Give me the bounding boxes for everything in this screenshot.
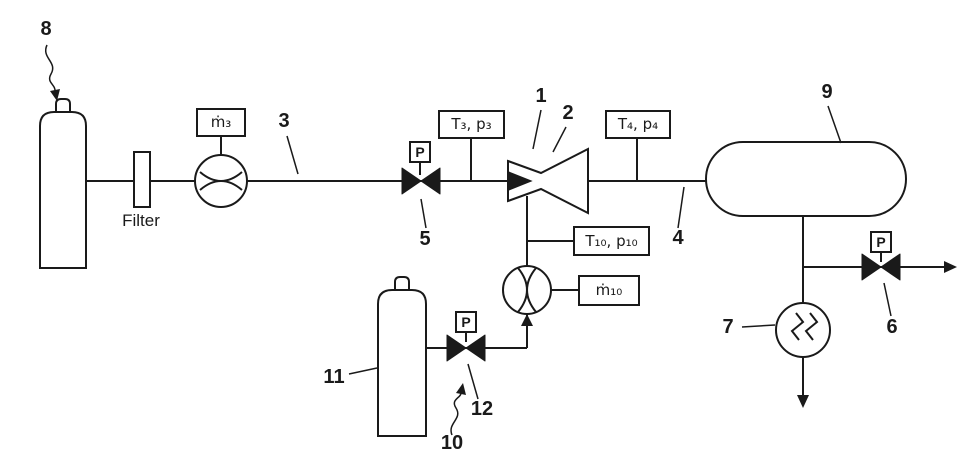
gas-cylinder-8-cap (55, 98, 71, 112)
pointer-9 (827, 105, 842, 144)
pointer-12 (467, 363, 479, 400)
ejector-nozzle (509, 171, 533, 191)
pointer-3 (286, 135, 299, 175)
pointer-10-arrowhead (456, 383, 466, 395)
flow-meter-10-tag: ṁ₁₀ (578, 275, 640, 306)
valve-5 (401, 167, 441, 195)
ref-label-11: 11 (323, 366, 345, 388)
gas-cylinder-11 (377, 289, 427, 437)
pressure-gauge-valve-6: P (870, 231, 892, 253)
filter-caption: Filter (122, 211, 160, 230)
ejector-body (507, 147, 589, 215)
pressure-gauge-valve-12: P (455, 311, 477, 333)
pointer-7 (741, 324, 776, 328)
pointer-10-squiggle (450, 391, 462, 436)
ref-label-12: 12 (470, 398, 494, 420)
pointer-5 (420, 198, 427, 229)
cooler-7-coil-icon (790, 312, 819, 341)
filter-element (133, 151, 151, 208)
ref-label-7: 7 (722, 316, 734, 338)
ref-label-5: 5 (419, 228, 431, 250)
sensor-t3-p3-tag: T₃, p₃ (438, 110, 505, 139)
sensor-t10-p10-tag: T₁₀, p₁₀ (573, 226, 650, 256)
ref-label-1: 1 (535, 85, 547, 107)
ref-label-2: 2 (562, 102, 574, 124)
pointer-1 (532, 109, 542, 150)
cooler-7-body (775, 302, 831, 358)
valves (401, 167, 901, 362)
valve-12 (446, 334, 486, 362)
pointer-2 (552, 126, 567, 153)
ref-label-9: 9 (821, 81, 833, 103)
pointer-8-squiggle (44, 44, 56, 93)
equipment (39, 98, 907, 437)
flow-arrows (521, 261, 957, 408)
vessel-9 (705, 141, 907, 217)
pointer-8-arrowhead (50, 89, 60, 101)
flow-meter-3-tag: ṁ₃ (196, 108, 246, 137)
ref-label-10: 10 (440, 432, 464, 454)
suction-flow-arrow (521, 314, 533, 326)
pressure-gauge-valve-5: P (409, 141, 431, 163)
sensor-t4-p4-tag: T₄, p₄ (605, 110, 671, 139)
flow-meter-10-rotor-icon (517, 267, 537, 313)
pointer-lines (44, 44, 892, 436)
ref-label-8: 8 (40, 18, 52, 40)
ref-label-3: 3 (278, 110, 290, 132)
pointer-arrowheads (50, 89, 466, 395)
flow-meter-3-rotor-icon (199, 171, 243, 191)
ref-label-6: 6 (886, 316, 898, 338)
ref-label-4: 4 (672, 227, 684, 249)
pointer-11 (348, 367, 378, 375)
pointer-6 (883, 282, 892, 317)
drain-arrow (797, 395, 809, 408)
gas-cylinder-11-cap (394, 276, 410, 290)
valve-6 (861, 253, 901, 281)
gas-cylinder-8 (39, 111, 87, 269)
pointer-4 (677, 186, 685, 229)
outlet-arrow (944, 261, 957, 273)
